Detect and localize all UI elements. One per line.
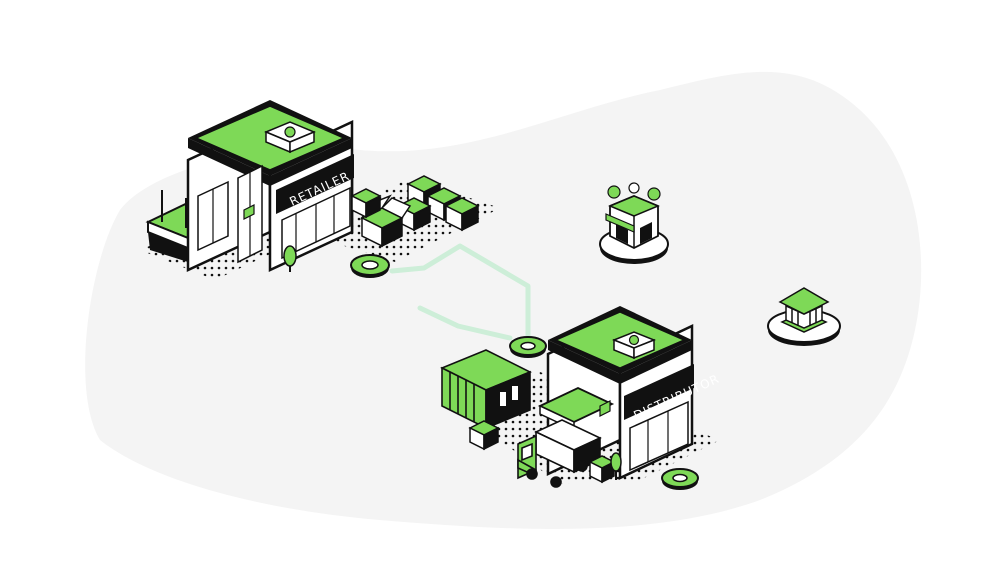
cafe-shop-icon[interactable] <box>599 182 669 264</box>
fan-icon <box>284 126 296 138</box>
location-marker-icon[interactable] <box>350 254 390 278</box>
fan-icon <box>628 334 640 346</box>
bank-icon[interactable] <box>767 287 841 346</box>
distributor-building[interactable]: DISTRIBUTOR <box>440 306 722 490</box>
cardboard-box <box>444 197 480 232</box>
tree-icon <box>283 245 297 272</box>
route-path <box>389 243 531 341</box>
location-marker-icon[interactable] <box>509 336 547 358</box>
shipping-container <box>440 349 532 430</box>
cardboard-box <box>468 420 500 451</box>
cardboard-box <box>350 188 382 219</box>
retailer-building[interactable]: RETAILER <box>140 100 500 280</box>
retailer-boxes <box>350 175 480 248</box>
cardboard-box <box>426 187 462 222</box>
tree-icon <box>610 452 622 480</box>
open-box <box>360 194 412 248</box>
location-marker-icon[interactable] <box>661 468 699 490</box>
